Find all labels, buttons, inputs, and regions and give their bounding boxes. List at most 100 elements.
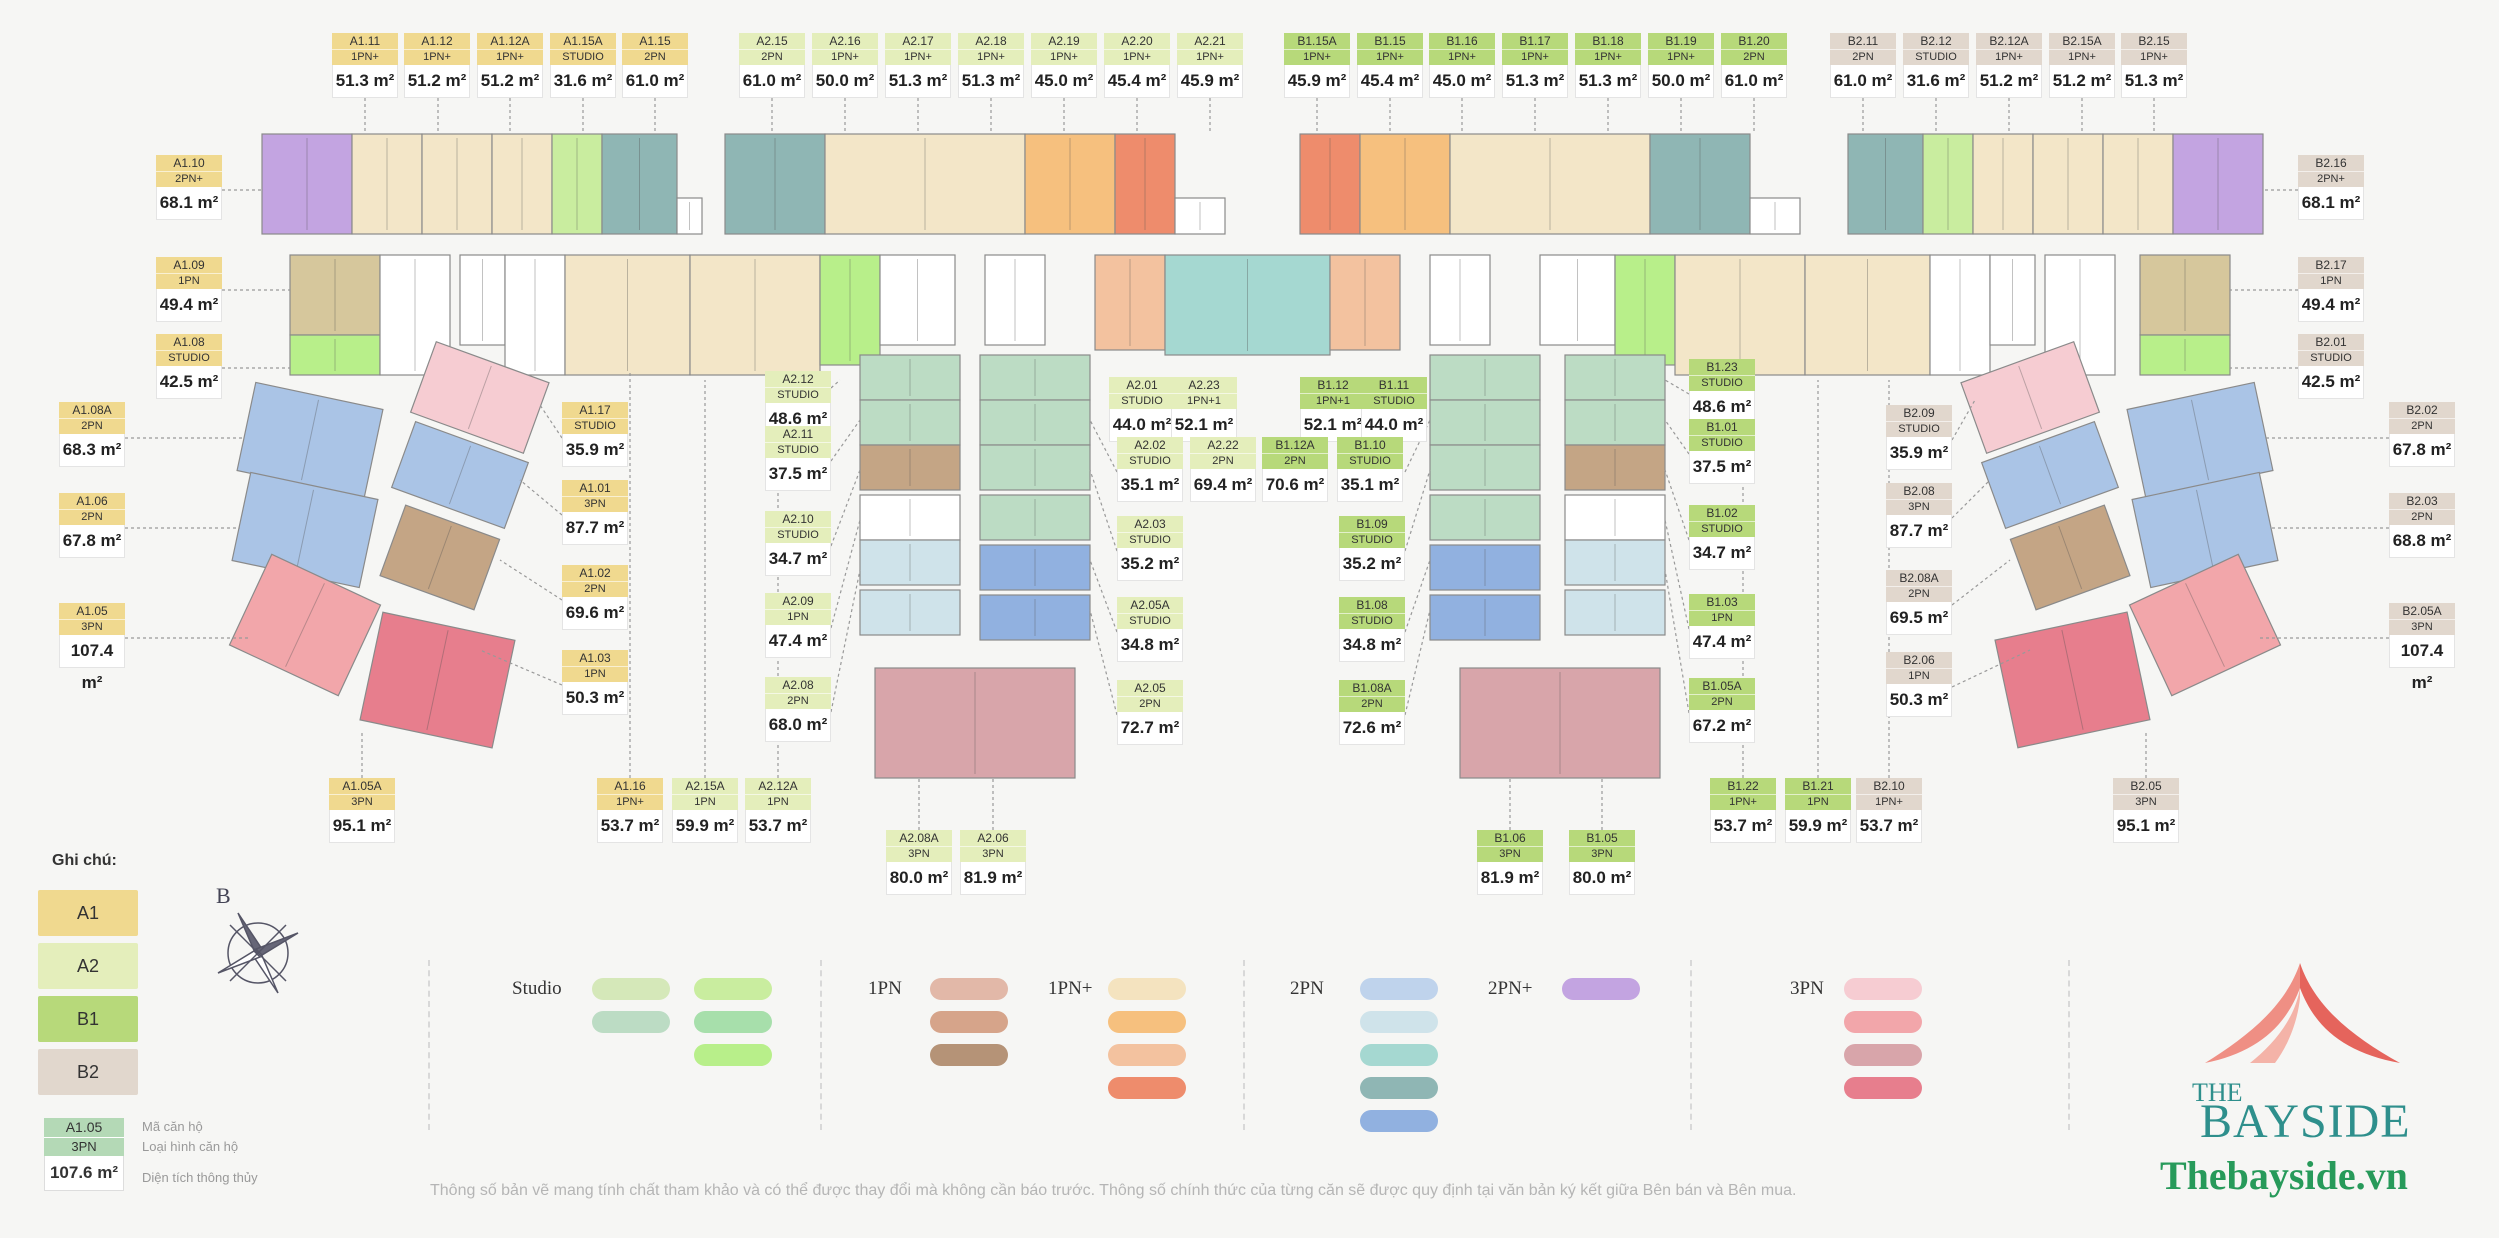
unit-type: STUDIO	[1109, 393, 1175, 409]
apartment-block	[1922, 133, 1974, 235]
partition	[2061, 629, 2084, 730]
apartment-block	[1564, 589, 1666, 636]
unit-area: 68.0 m²	[765, 709, 831, 742]
separator	[428, 960, 430, 1130]
unit-area: 47.4 m²	[1689, 626, 1755, 659]
unit-code: A1.17	[562, 402, 628, 418]
brand-the: THE	[2192, 1078, 2243, 1107]
apartment-block	[421, 133, 493, 235]
swatch-p2plus	[1562, 978, 1640, 1000]
apartment-block	[984, 254, 1046, 346]
swatch-p3	[1844, 1011, 1922, 1033]
unit-type: STUDIO	[1339, 532, 1405, 548]
unit-type: 2PN	[2389, 418, 2455, 434]
unit-code: A2.11	[765, 426, 831, 442]
unit-area: 61.0 m²	[1830, 65, 1896, 98]
unit-area: 95.1 m²	[329, 810, 395, 843]
unit-area: 51.3 m²	[2121, 65, 2187, 98]
unit-area: 51.2 m²	[1976, 65, 2042, 98]
leader-line	[1404, 609, 1431, 716]
unit-area: 61.0 m²	[739, 65, 805, 98]
unit-area: 35.9 m²	[562, 434, 628, 467]
apartment-block	[979, 399, 1091, 446]
apartment-block	[879, 254, 956, 346]
unit-type: 2PN	[1689, 694, 1755, 710]
legend-a1: A1	[38, 890, 138, 936]
unit-type: 1PN	[156, 273, 222, 289]
unit-code: B1.16	[1429, 33, 1495, 49]
legend-a2-label: A2	[76, 956, 100, 976]
swatch-p3	[1844, 1077, 1922, 1099]
unit-area: 34.7 m²	[1689, 537, 1755, 570]
unit-code: A2.22	[1190, 437, 1256, 453]
unit-code: A1.01	[562, 480, 628, 496]
unit-area: 80.0 m²	[1569, 862, 1635, 895]
unit-type: 1PN+	[1502, 49, 1568, 65]
unit-code: B1.12	[1300, 377, 1366, 393]
unit-area: 69.6 m²	[562, 597, 628, 630]
apartment-block	[1674, 254, 1806, 376]
unit-code: A2.06	[960, 830, 1026, 846]
unit-area: 42.5 m²	[156, 366, 222, 399]
swatch-p1plus	[1108, 978, 1186, 1000]
unit-code: B2.11	[1830, 33, 1896, 49]
apartment-block	[2139, 254, 2231, 336]
unit-area: 69.4 m²	[1190, 469, 1256, 502]
unit-area: 35.2 m²	[1339, 548, 1405, 581]
partition	[426, 630, 449, 731]
apartment-block	[979, 494, 1091, 541]
separator	[820, 960, 822, 1130]
unit-type: STUDIO	[562, 418, 628, 434]
apartment-block	[409, 340, 550, 454]
unit-area: 35.2 m²	[1117, 548, 1183, 581]
unit-area: 51.2 m²	[477, 65, 543, 98]
unit-area: 34.7 m²	[765, 543, 831, 576]
unit-type: 2PN	[622, 49, 688, 65]
apartment-block	[228, 553, 382, 697]
unit-type: 1PN+	[477, 49, 543, 65]
unit-area: 80.0 m²	[886, 862, 952, 895]
apartment-block	[2009, 504, 2131, 611]
unit-area: 95.1 m²	[2113, 810, 2179, 843]
unit-type: 1PN	[745, 794, 811, 810]
apartment-block	[1980, 420, 2120, 530]
unit-area: 48.6 m²	[1689, 391, 1755, 424]
unit-type: 1PN+	[885, 49, 951, 65]
unit-type: 3PN	[1569, 846, 1635, 862]
unit-type: 1PN+	[1177, 49, 1243, 65]
apartment-block	[859, 399, 961, 446]
unit-area: 51.3 m²	[1575, 65, 1641, 98]
unit-code: B2.01	[2298, 334, 2364, 350]
example-code: A1.05	[44, 1118, 124, 1137]
leader-line	[1664, 469, 1690, 541]
leader-line	[1664, 569, 1690, 714]
swatch-studio	[592, 978, 670, 1000]
leader-line	[1951, 479, 1991, 519]
partition	[2018, 365, 2043, 430]
unit-area: 52.1 m²	[1300, 409, 1366, 442]
unit-type: 1PN+	[1357, 49, 1423, 65]
unit-type: 3PN	[329, 794, 395, 810]
unit-type: 1PN+1	[1300, 393, 1366, 409]
partition	[467, 365, 492, 430]
apartment-block	[979, 594, 1091, 641]
unit-code: A2.05	[1117, 680, 1183, 696]
unit-area: 50.0 m²	[1648, 65, 1714, 98]
unit-type: 1PN+	[1856, 794, 1922, 810]
unit-code: B2.12	[1903, 33, 1969, 49]
